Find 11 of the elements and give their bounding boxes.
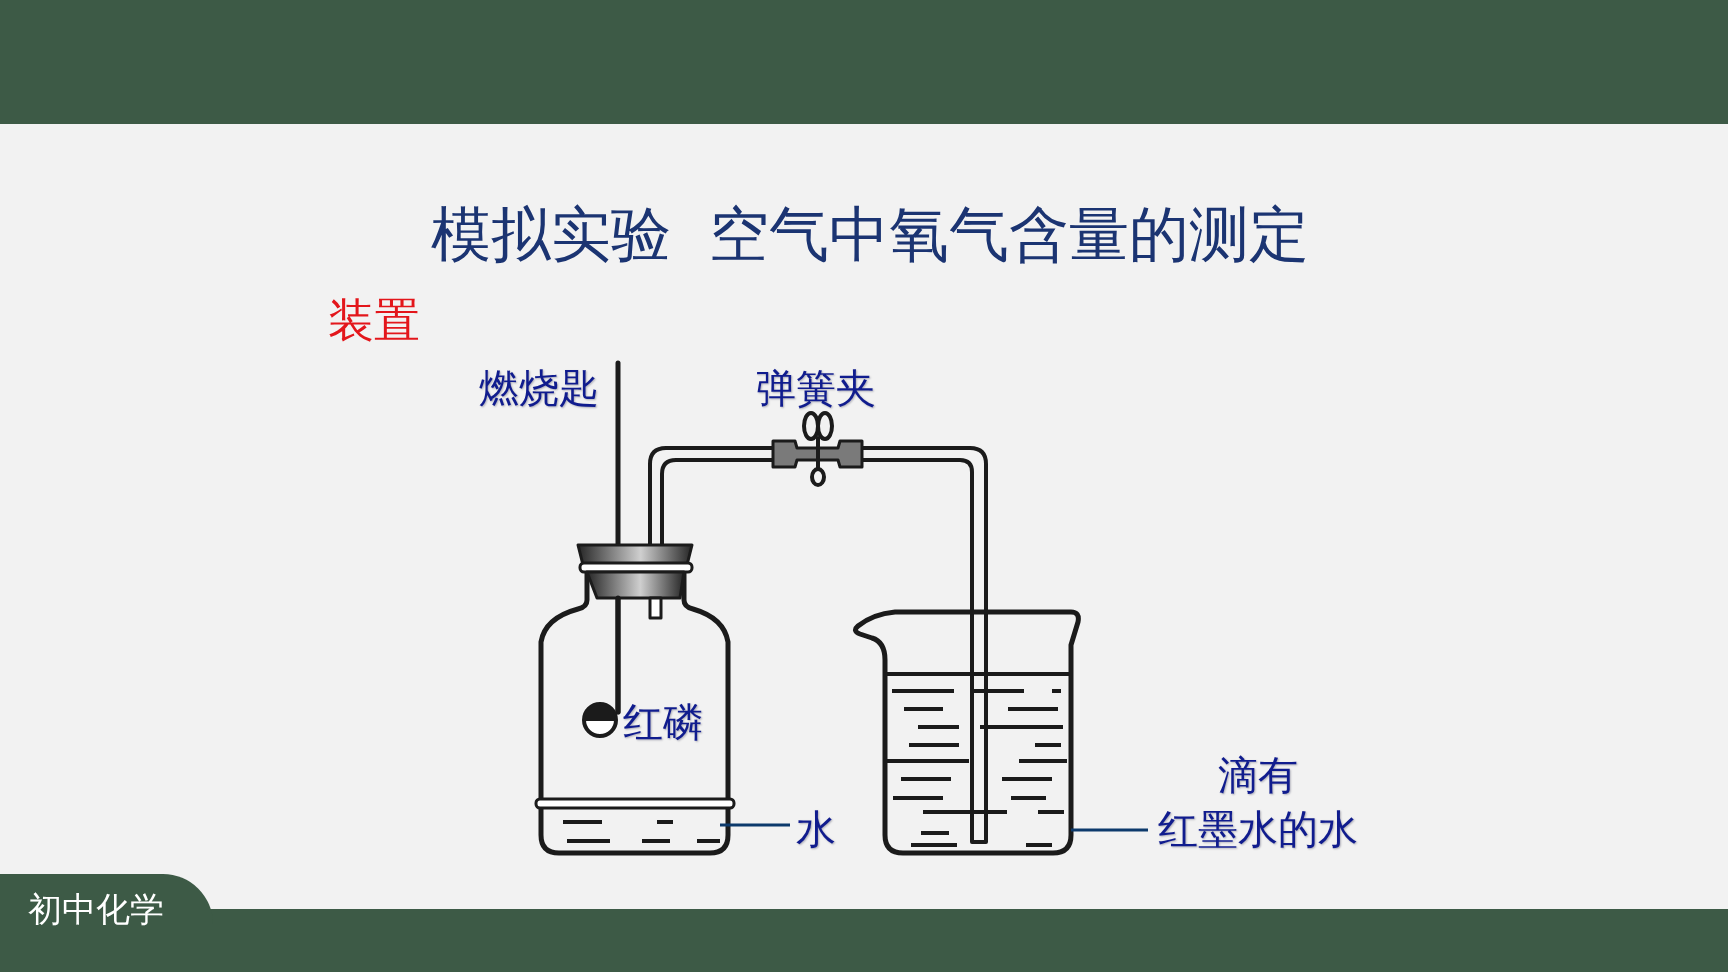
callout-label: 滴有红墨水的水 [1154, 748, 1362, 856]
part-label: 燃烧匙 [479, 364, 599, 412]
water-layer [885, 672, 1071, 847]
part-label: 弹簧夹 [756, 364, 876, 412]
callout-label: 水 [796, 805, 836, 853]
part-label: 红磷 [623, 698, 703, 746]
leader-line [720, 823, 790, 827]
leader-line [1071, 828, 1148, 832]
water-layer [563, 820, 720, 843]
slide-title: 模拟实验 空气中氧气含量的测定 [430, 198, 1310, 270]
section-heading: 装置 [328, 292, 420, 348]
